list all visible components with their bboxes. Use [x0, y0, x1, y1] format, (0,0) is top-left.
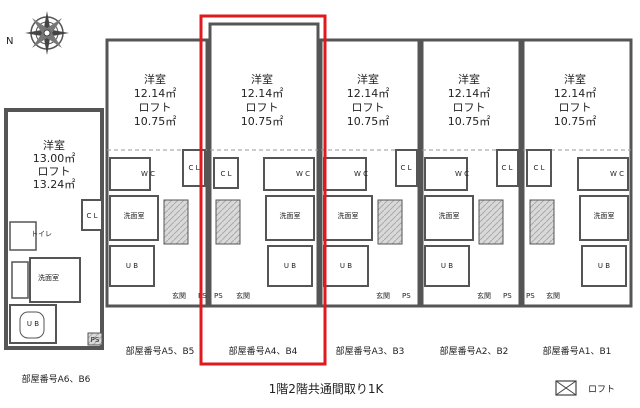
unit-a6b6-cl: C L	[86, 212, 97, 220]
unit-a3b3-wc: W C	[354, 170, 368, 178]
unit-a5b5-ub: U B	[126, 262, 138, 270]
unit-a6b6-area: 13.00㎡	[33, 152, 76, 165]
unit-a4b4-wc: W C	[296, 170, 310, 178]
unit-a1b1-ps: PS	[526, 292, 535, 300]
unit-a2b2-loft-area: 10.75㎡	[448, 115, 491, 128]
unit-a4b4: 洋室 12.14㎡ ロフト 10.75㎡ C L W C 洗面室 U B PS …	[208, 22, 320, 357]
unit-a4b4-loft-area: 10.75㎡	[241, 115, 284, 128]
plan-title: 1階2階共通間取り1K	[269, 381, 385, 396]
unit-a2b2-loft: ロフト	[453, 101, 486, 114]
unit-a4b4-washroom: 洗面室	[280, 211, 301, 220]
unit-a4b4-cl: C L	[220, 170, 231, 178]
unit-a5b5-cl: C L	[188, 164, 199, 172]
compass-north-letter: N	[6, 36, 13, 47]
unit-a5b5-area: 12.14㎡	[134, 87, 177, 100]
unit-a6b6-loft-area: 13.24㎡	[33, 178, 76, 191]
unit-a1b1-cl: C L	[533, 164, 544, 172]
unit-a3b3-area: 12.14㎡	[347, 87, 390, 100]
unit-a4b4-room: 洋室	[251, 72, 273, 86]
unit-a6b6-washroom: 洗面室	[38, 273, 59, 282]
unit-a1b1-area: 12.14㎡	[554, 87, 597, 100]
loft-legend: ロフト	[555, 380, 615, 396]
unit-a6b6-toilet: トイレ	[31, 230, 52, 238]
unit-a5b5-label: 部屋番号A5、B5	[126, 345, 195, 357]
unit-a3b3-washroom: 洗面室	[338, 211, 359, 220]
unit-a3b3-ps: PS	[402, 292, 411, 300]
unit-a4b4-area: 12.14㎡	[241, 87, 284, 100]
unit-a3b3-label: 部屋番号A3、B3	[336, 345, 405, 357]
unit-a1b1-washroom: 洗面室	[594, 211, 615, 220]
unit-a4b4-ub: U B	[284, 262, 296, 270]
loft-legend-label: ロフト	[588, 385, 615, 395]
unit-a2b2-entrance: 玄関	[477, 291, 491, 300]
unit-a6b6-room: 洋室	[43, 138, 65, 152]
unit-a3b3-room: 洋室	[357, 72, 379, 86]
unit-a1b1-loft-area: 10.75㎡	[554, 115, 597, 128]
unit-a4b4-label: 部屋番号A4、B4	[229, 345, 298, 357]
unit-a5b5-washroom: 洗面室	[124, 211, 145, 220]
unit-a2b2-wc: W C	[455, 170, 469, 178]
unit-a6b6-ub: U B	[27, 320, 39, 328]
unit-a5b5-loft-area: 10.75㎡	[134, 115, 177, 128]
unit-a3b3-cl: C L	[400, 164, 411, 172]
unit-a5b5: 洋室 12.14㎡ ロフト 10.75㎡ W C C L 洗面室 U B 玄関 …	[105, 38, 209, 357]
unit-a1b1-entrance: 玄関	[546, 291, 560, 300]
highlight-frame	[199, 14, 327, 366]
unit-a3b3: 洋室 12.14㎡ ロフト 10.75㎡ W C C L 洗面室 U B 玄関 …	[319, 38, 421, 357]
unit-a2b2-room: 洋室	[458, 72, 480, 86]
unit-a1b1-ub: U B	[598, 262, 610, 270]
unit-a3b3-entrance: 玄関	[376, 291, 390, 300]
unit-a3b3-loft: ロフト	[352, 101, 385, 114]
unit-a6b6-label: 部屋番号A6、B6	[22, 373, 91, 385]
unit-a5b5-loft: ロフト	[139, 101, 172, 114]
unit-a5b5-room: 洋室	[144, 72, 166, 86]
compass-icon	[25, 11, 69, 55]
unit-a3b3-loft-area: 10.75㎡	[347, 115, 390, 128]
unit-a2b2-ps: PS	[503, 292, 512, 300]
unit-a5b5-wc: W C	[141, 170, 155, 178]
unit-a4b4-ps: PS	[214, 292, 223, 300]
unit-a4b4-entrance: 玄関	[236, 291, 250, 300]
unit-a2b2-cl: C L	[501, 164, 512, 172]
unit-a2b2-washroom: 洗面室	[439, 211, 460, 220]
unit-a4b4-loft: ロフト	[246, 101, 279, 114]
unit-a2b2-ub: U B	[441, 262, 453, 270]
unit-a1b1-wc: W C	[610, 170, 624, 178]
unit-a6b6: 洋室 13.00㎡ ロフト 13.24㎡ C L トイレ 洗面室 U B PS …	[4, 108, 104, 385]
unit-a5b5-ps: PS	[198, 292, 207, 300]
unit-a2b2-area: 12.14㎡	[448, 87, 491, 100]
unit-a1b1-loft: ロフト	[559, 101, 592, 114]
unit-a2b2-label: 部屋番号A2、B2	[440, 345, 509, 357]
unit-a6b6-ps: PS	[91, 336, 100, 344]
unit-a3b3-ub: U B	[340, 262, 352, 270]
unit-a1b1-room: 洋室	[564, 72, 586, 86]
unit-a1b1: 洋室 12.14㎡ ロフト 10.75㎡ C L W C 洗面室 U B PS …	[521, 38, 633, 357]
unit-a6b6-loft: ロフト	[38, 165, 71, 178]
unit-a5b5-entrance: 玄関	[172, 291, 186, 300]
unit-a1b1-label: 部屋番号A1、B1	[543, 345, 612, 357]
unit-a2b2: 洋室 12.14㎡ ロフト 10.75㎡ W C C L 洗面室 U B 玄関 …	[420, 38, 522, 357]
